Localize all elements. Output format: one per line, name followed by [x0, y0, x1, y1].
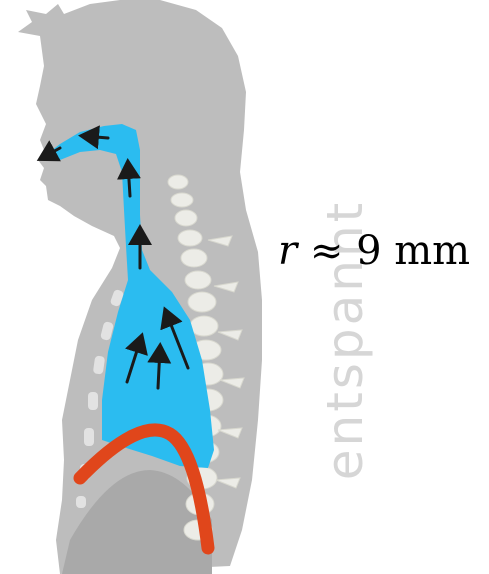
airflow-arrow: [84, 136, 108, 138]
airflow-arrow: [158, 348, 160, 388]
formula-variable: r: [278, 228, 297, 274]
radius-formula: r ≈ 9 mm: [278, 228, 470, 274]
formula-unit: mm: [394, 228, 470, 274]
airflow-arrow: [128, 164, 130, 196]
formula-relation: ≈: [310, 228, 344, 274]
formula-value: 9: [356, 228, 381, 274]
